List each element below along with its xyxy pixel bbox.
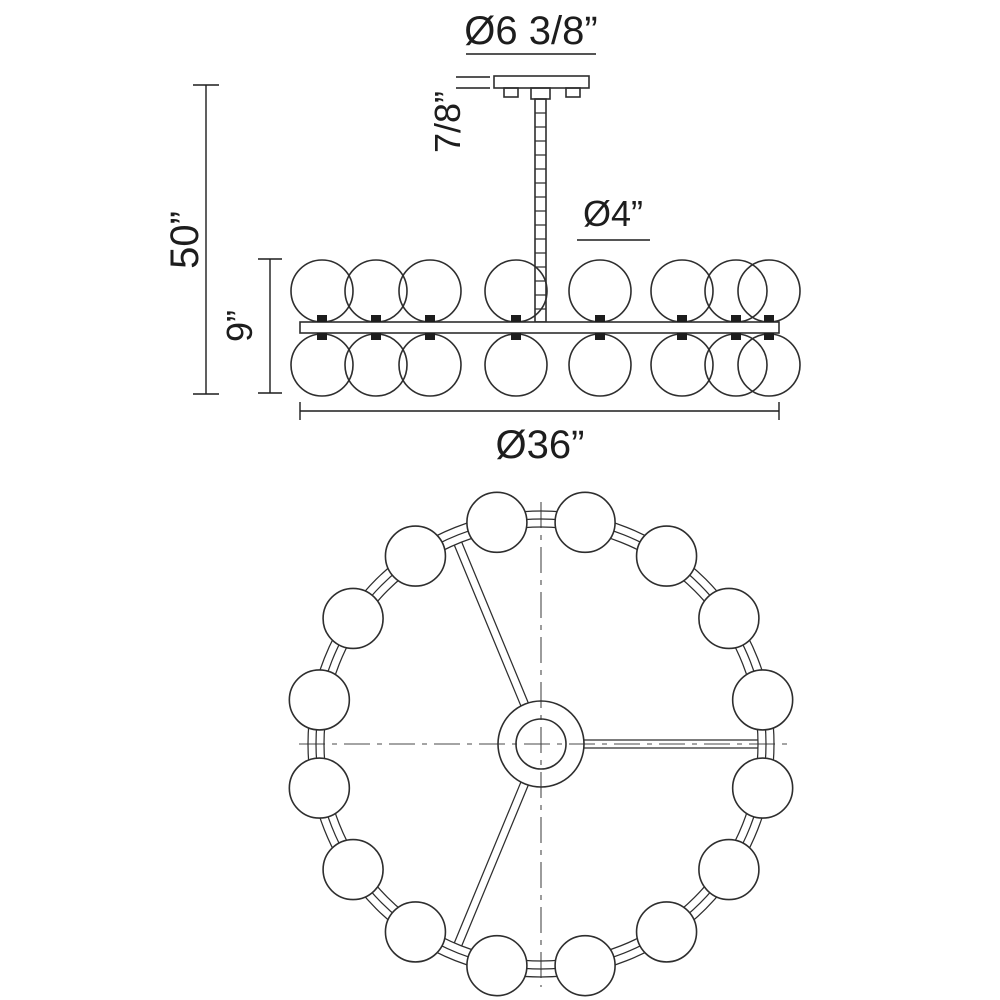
globe: [650, 333, 714, 397]
hub-circle: [497, 700, 585, 788]
globe: [288, 757, 351, 819]
globe-fitting: [731, 315, 741, 322]
globe: [568, 333, 632, 397]
label-canopy-height: 7/8”: [427, 91, 468, 153]
globe-fitting: [425, 315, 435, 322]
globe: [290, 333, 354, 397]
globe: [398, 333, 462, 397]
globe: [704, 333, 768, 397]
spoke-line: [461, 541, 529, 703]
globe: [288, 669, 351, 731]
globe: [737, 333, 801, 397]
globe: [484, 333, 548, 397]
globe: [290, 259, 354, 323]
globe: [731, 757, 794, 819]
dimension-fixture-diameter: Ø36”: [299, 402, 780, 467]
globe: [384, 525, 447, 587]
globe-fitting: [677, 315, 687, 322]
globe: [704, 259, 768, 323]
globe: [635, 525, 698, 587]
dimension-fixture-height: 9”: [219, 258, 282, 394]
label-fixture-height: 9”: [219, 310, 260, 342]
canopy-stem-connector: [530, 87, 551, 100]
globe-fittings: [317, 315, 774, 340]
spoke-line: [461, 785, 529, 947]
canopy: [493, 75, 590, 100]
label-fixture-diameter: Ø36”: [496, 423, 585, 467]
globe-fitting: [731, 333, 741, 340]
globe-fitting: [317, 315, 327, 322]
dimension-canopy-diameter: Ø6 3/8”: [464, 9, 598, 55]
ring-circle: [323, 526, 759, 962]
globe-fitting: [425, 333, 435, 340]
label-globe-diameter: Ø4”: [583, 193, 643, 234]
globe: [635, 901, 698, 963]
globe: [484, 259, 548, 323]
dimension-overall-height: 50”: [163, 84, 219, 395]
canopy-plate: [493, 75, 590, 89]
globe: [731, 669, 794, 731]
globe: [466, 934, 528, 997]
globe: [322, 838, 384, 901]
label-canopy-diameter: Ø6 3/8”: [464, 9, 597, 53]
globe-fitting: [511, 315, 521, 322]
top-view-generated: [288, 491, 794, 997]
globe: [737, 259, 801, 323]
globe: [554, 491, 616, 554]
ring-circle: [315, 518, 767, 970]
globe-fitting: [595, 333, 605, 340]
stem-segments: [535, 112, 546, 310]
globe-fitting: [371, 315, 381, 322]
globe: [568, 259, 632, 323]
globe: [398, 259, 462, 323]
globe-fitting: [764, 333, 774, 340]
dimension-globe-diameter: Ø4”: [577, 193, 650, 241]
hub-circle: [515, 718, 567, 770]
globe-fitting: [511, 333, 521, 340]
fixture-bar: [299, 321, 780, 334]
globe: [466, 491, 528, 554]
label-overall-height: 50”: [163, 211, 207, 269]
ring-circle: [307, 510, 775, 978]
globe-fitting: [595, 315, 605, 322]
globe: [650, 259, 714, 323]
dimensions: Ø6 3/8” 7/8” 50” 9” Ø4”: [163, 9, 780, 467]
spoke-line: [453, 781, 522, 944]
globe-fitting: [764, 315, 774, 322]
canopy-foot-left: [503, 87, 519, 98]
globe: [384, 901, 447, 963]
globe: [698, 838, 760, 901]
globe-fitting: [371, 333, 381, 340]
globe-fitting: [317, 333, 327, 340]
stem: [534, 98, 547, 323]
globe-fitting: [677, 333, 687, 340]
canopy-foot-right: [565, 87, 581, 98]
side-view: [290, 75, 801, 397]
globe: [698, 587, 760, 650]
globe: [554, 934, 616, 997]
globe: [344, 333, 408, 397]
spoke-line: [453, 544, 522, 707]
top-view: [288, 491, 794, 997]
dimension-canopy-height: 7/8”: [427, 76, 490, 153]
globe: [344, 259, 408, 323]
globe: [322, 587, 384, 650]
